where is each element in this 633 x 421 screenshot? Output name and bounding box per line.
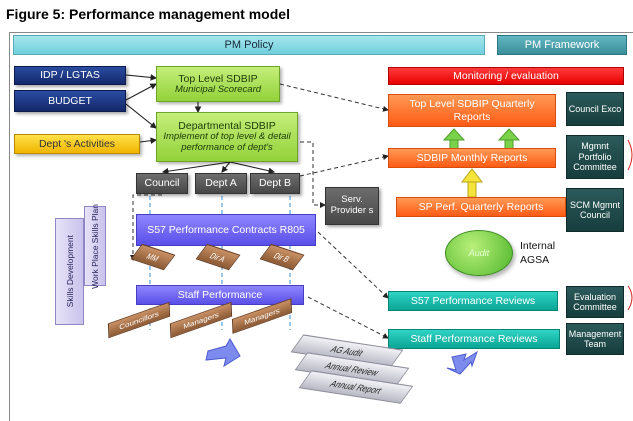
quarterly-reports-box: Top Level SDBIP Quarterly Reports	[388, 94, 556, 127]
diagram-frame	[9, 32, 633, 421]
s57-reviews-box: S57 Performance Reviews	[388, 291, 558, 311]
scm-mgmnt-box: SCM Mgmnt Council	[566, 188, 624, 232]
blue-down-right-arrow	[205, 338, 241, 368]
dashed-contracts-to-s57	[317, 231, 389, 299]
figure-title: Figure 5: Performance management model	[6, 6, 290, 22]
arrow-dept-activities-to-dept-sdbip	[139, 137, 158, 144]
council-exco-box: Council Exco	[566, 92, 624, 126]
departmental-sdbip-box: Departmental SDBIP Implement of top leve…	[156, 112, 298, 162]
evaluation-committee-box: Evaluation Committee	[566, 286, 624, 318]
departmental-sdbip-subtitle: Implement of top level & detail performa…	[163, 131, 291, 154]
dept-activities-box: Dept 's Activities	[14, 134, 140, 154]
dashed-top-to-quarterly	[279, 83, 389, 112]
management-team-box: Management Team	[566, 323, 624, 355]
red-edge-arc-2	[627, 285, 633, 311]
top-level-sdbip-title: Top Level SDBIP	[178, 72, 258, 85]
arrow-dept-sdbip-to-depta	[221, 161, 231, 173]
monthly-reports-box: SDBIP Monthly Reports	[388, 148, 556, 168]
s57-contracts-box: S57 Performance Contracts R805	[136, 214, 316, 246]
dept-b-box: Dept B	[250, 173, 300, 194]
top-level-sdbip-box: Top Level SDBIP Municipal Scorecard	[156, 66, 280, 102]
dashed-dept-to-monthly	[299, 154, 389, 177]
green-up-arrow-1	[442, 128, 466, 150]
pm-policy-bar: PM Policy	[13, 35, 485, 55]
service-provider-box: Serv. Provider s	[325, 187, 379, 225]
municipal-scorecard-subtitle: Municipal Scorecard	[174, 83, 262, 95]
arrow-budget-to-top-sdbip	[125, 83, 157, 101]
departmental-sdbip-title: Departmental SDBIP	[178, 120, 276, 133]
idp-lgtas-box: IDP / LGTAS	[14, 66, 126, 85]
green-up-arrow-2	[497, 128, 521, 150]
council-box: Council	[136, 173, 188, 194]
dashed-council-drop	[130, 194, 162, 261]
yellow-up-arrow	[460, 168, 484, 198]
staff-reviews-box: Staff Performance Reviews	[388, 329, 560, 349]
mgmnt-portfolio-box: Mgmnt Portfolio Committee	[566, 135, 624, 179]
workplace-skills-plan-card: Work Place Skills Plan	[84, 203, 106, 289]
internal-label: Internal	[520, 240, 556, 252]
skills-development-card: Skills Development	[55, 218, 84, 325]
arrow-idp-to-top-sdbip	[125, 74, 158, 81]
budget-box: BUDGET	[14, 90, 126, 112]
arrow-budget-to-dept-sdbip	[125, 103, 157, 129]
dashed-deptb-to-serv	[300, 141, 326, 208]
monitoring-evaluation-header: Monitoring / evaluation	[388, 67, 624, 85]
red-edge-arc-1	[627, 139, 633, 171]
dept-a-box: Dept A	[195, 173, 247, 194]
skills-development-label: Skills Development	[64, 235, 75, 308]
arrow-dept-sdbip-to-deptb	[229, 161, 276, 174]
sp-quarterly-reports-box: SP Perf. Quarterly Reports	[396, 197, 566, 217]
dashed-staff-to-staffreviews	[307, 296, 389, 339]
workplace-skills-plan-label: Work Place Skills Plan	[90, 203, 100, 289]
audit-circle: Audit	[445, 230, 513, 276]
blue-down-left-arrow	[446, 350, 478, 375]
agsa-label: AGSA	[520, 254, 550, 266]
arrow-dept-sdbip-to-council	[161, 161, 231, 175]
pm-framework-box: PM Framework	[497, 35, 627, 55]
